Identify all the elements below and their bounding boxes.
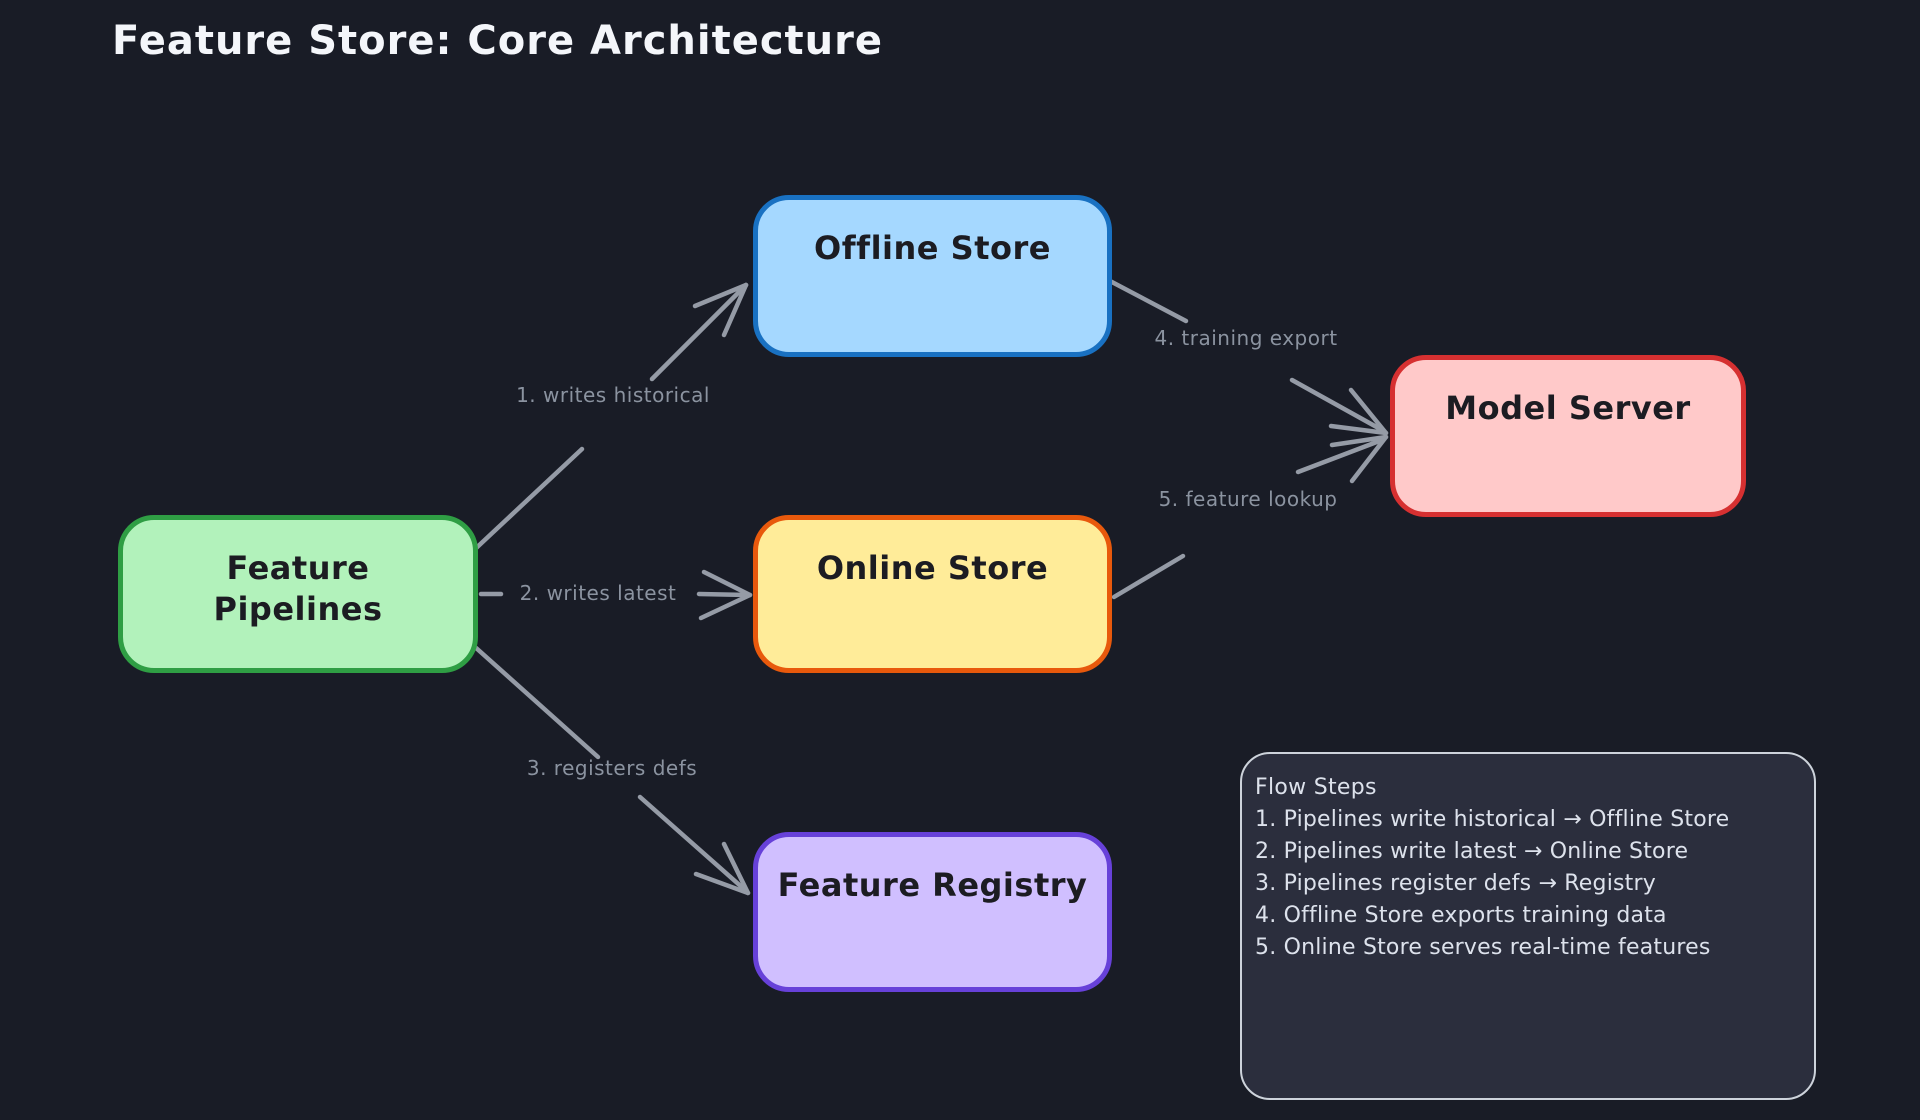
- diagram-title: Feature Store: Core Architecture: [112, 18, 884, 64]
- edge-label-writes-latest: 2. writes latest: [519, 581, 677, 605]
- node-feature-pipelines-label: Feature Pipelines: [213, 549, 383, 628]
- flow-step-2: 2. Pipelines write latest → Online Store: [1255, 839, 1689, 864]
- node-model-server: Model Server: [1390, 355, 1746, 517]
- edge-label-training-export: 4. training export: [1154, 326, 1338, 350]
- node-offline-store: Offline Store: [753, 195, 1112, 357]
- node-online-store-label: Online Store: [816, 549, 1049, 587]
- flow-step-5: 5. Online Store serves real-time feature…: [1255, 935, 1711, 960]
- edge-offline-to-model-arrow: [1107, 278, 1389, 436]
- node-online-store: Online Store: [753, 515, 1112, 673]
- node-offline-store-label: Offline Store: [814, 229, 1051, 267]
- flow-steps-title: Flow Steps: [1255, 775, 1377, 800]
- edge-pipelines-to-registry-arrow: [472, 644, 751, 896]
- flow-step-1: 1. Pipelines write historical → Offline …: [1255, 807, 1730, 832]
- flow-steps-panel: Flow Steps 1. Pipelines write historical…: [1240, 752, 1816, 1100]
- edge-pipelines-to-online-arrow: [478, 569, 753, 621]
- edge-label-registers-defs: 3. registers defs: [526, 756, 698, 780]
- flow-step-4: 4. Offline Store exports training data: [1255, 903, 1667, 928]
- edge-label-feature-lookup: 5. feature lookup: [1158, 487, 1338, 511]
- node-feature-pipelines: Feature Pipelines: [118, 515, 478, 673]
- edge-pipelines-to-offline-arrow: [470, 282, 749, 554]
- node-feature-registry-label: Feature Registry: [777, 866, 1088, 904]
- flow-step-3: 3. Pipelines register defs → Registry: [1255, 871, 1656, 896]
- node-feature-registry: Feature Registry: [753, 832, 1112, 992]
- node-model-server-label: Model Server: [1445, 389, 1691, 427]
- edge-online-to-model-arrow: [1111, 434, 1389, 600]
- edge-label-writes-historical: 1. writes historical: [516, 383, 710, 407]
